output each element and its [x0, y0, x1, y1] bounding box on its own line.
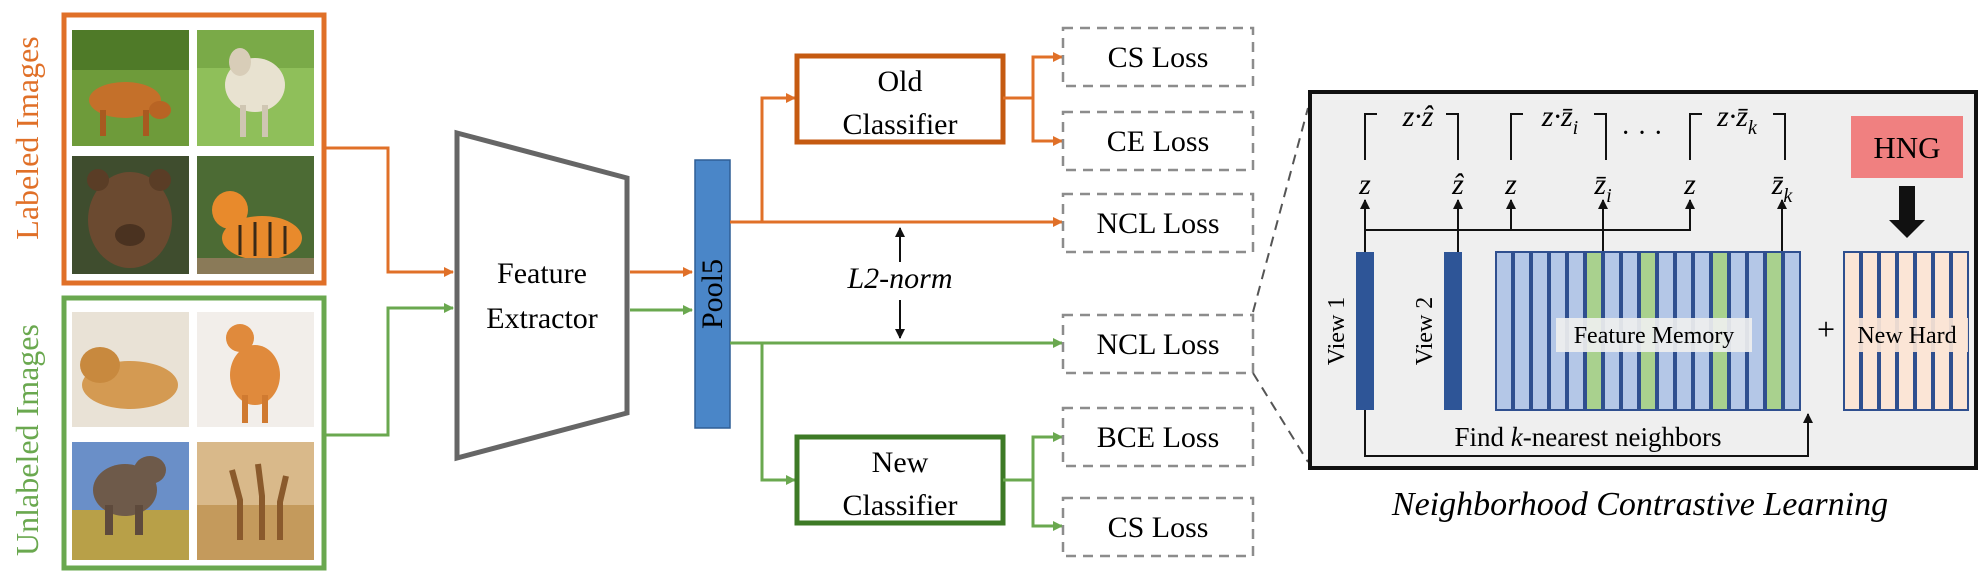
- hng-box: [1851, 116, 1963, 178]
- ncl-loss-unlabeled-label: NCL Loss: [1096, 328, 1219, 361]
- new-hard-label: New Hard: [1857, 323, 1956, 349]
- view-connectors: [1360, 199, 1787, 252]
- hng-arrow-head: [1889, 220, 1925, 238]
- thumb-tiger-image: [197, 156, 314, 274]
- cs-loss-bottom-box: [1061, 496, 1255, 558]
- labeled-images-label: Labeled Images: [9, 36, 45, 239]
- vec-label-zbar-k: z̄k: [1771, 168, 1794, 207]
- knn-connector: [1364, 410, 1813, 457]
- feature-extractor-block: [454, 129, 630, 462]
- feature-extractor-label-line1: Feature: [497, 257, 587, 290]
- vec-label-z-2: z: [1504, 168, 1517, 201]
- thumb-dog-image: [72, 312, 189, 427]
- l2-norm-label: L2-norm: [846, 262, 952, 295]
- vec-label-z-1: z: [1358, 168, 1371, 201]
- vec-label-zhat: ẑ: [1451, 168, 1464, 201]
- ce-loss-box: [1061, 110, 1255, 172]
- pool-to-old-classifier-arrow: [730, 93, 796, 224]
- hng-label: HNG: [1873, 130, 1940, 165]
- feature-memory-label: Feature Memory: [1574, 323, 1735, 349]
- loss-boxes: CS Loss CE Loss NCL Loss NCL Loss BCE Lo…: [1061, 26, 1255, 558]
- ncl-caption: Neighborhood Contrastive Learning: [1391, 486, 1888, 523]
- thumb-cat-image: [197, 312, 314, 427]
- hng-arrow-shaft: [1899, 186, 1915, 222]
- bce-loss-box: [1061, 406, 1255, 468]
- zoom-line-bottom: [1252, 372, 1309, 463]
- ncl-loss-labeled-box: [1061, 192, 1255, 254]
- ncl-loss-unlabeled-box: [1061, 313, 1255, 375]
- view1-label: View 1: [1324, 297, 1350, 366]
- thumb-giraffes-image: [197, 442, 314, 560]
- old-classifier-label-line2: Classifier: [843, 108, 958, 141]
- hook-arrows: [1364, 113, 1786, 160]
- zoom-line-top: [1252, 107, 1309, 313]
- sim-label-2: z·z̄i: [1541, 100, 1578, 139]
- plus-sign: +: [1817, 311, 1835, 347]
- new-to-cs-loss-arrow: [1031, 480, 1063, 531]
- bce-loss-label: BCE Loss: [1097, 421, 1220, 454]
- thumb-sheep-image: [197, 30, 314, 146]
- sim-label-3: z·z̄k: [1716, 100, 1758, 139]
- knn-label-bg: [1428, 422, 1748, 454]
- knn-label: Find k-nearest neighbors: [1455, 422, 1722, 452]
- thumb-elephant-image: [72, 442, 189, 560]
- pool-to-new-classifier-arrow: [760, 343, 796, 485]
- ce-loss-label: CE Loss: [1107, 125, 1210, 158]
- unlabeled-images-frame: [61, 295, 327, 571]
- cs-loss-top-box: [1061, 26, 1255, 88]
- new-hard-label-bg: [1846, 318, 1968, 352]
- ncl-loss-labeled-label: NCL Loss: [1096, 207, 1219, 240]
- feature-extractor-label-line2: Extractor: [486, 302, 598, 335]
- old-to-ce-loss-arrow: [1031, 98, 1063, 146]
- old-to-cs-loss-arrow: [1003, 52, 1063, 100]
- vec-label-zbar-i: z̄i: [1593, 168, 1611, 207]
- vector-label-row: z ẑ z z̄i z z̄k: [1358, 168, 1793, 207]
- pool5-bar: [694, 159, 731, 429]
- cs-loss-bottom-label: CS Loss: [1108, 511, 1209, 544]
- new-classifier-box: [794, 434, 1006, 526]
- pool5-label: Pool5: [696, 259, 729, 329]
- new-to-bce-loss-arrow: [1003, 432, 1063, 482]
- similarity-row: z·ẑ z·z̄i · · · z·z̄k: [1402, 100, 1758, 149]
- new-classifier-label-line2: Classifier: [843, 489, 958, 522]
- new-classifier-label-line1: New: [872, 446, 929, 479]
- unlabeled-to-extractor-arrow: [324, 303, 454, 437]
- sim-label-1: z·ẑ: [1402, 100, 1434, 133]
- thumb-cow-image: [72, 30, 189, 146]
- old-classifier-label-line1: Old: [878, 65, 923, 98]
- unlabeled-images-label: Unlabeled Images: [9, 324, 45, 556]
- thumb-bear-image: [72, 156, 189, 274]
- vec-label-z-3: z: [1683, 168, 1696, 201]
- view1-bar: [1356, 252, 1374, 410]
- feature-memory-label-bg: [1556, 318, 1752, 352]
- view2-bar: [1444, 252, 1462, 410]
- ellipsis-label: · · ·: [1621, 118, 1663, 149]
- cs-loss-top-label: CS Loss: [1108, 41, 1209, 74]
- labeled-to-extractor-arrow: [324, 146, 454, 277]
- view2-label: View 2: [1412, 297, 1438, 366]
